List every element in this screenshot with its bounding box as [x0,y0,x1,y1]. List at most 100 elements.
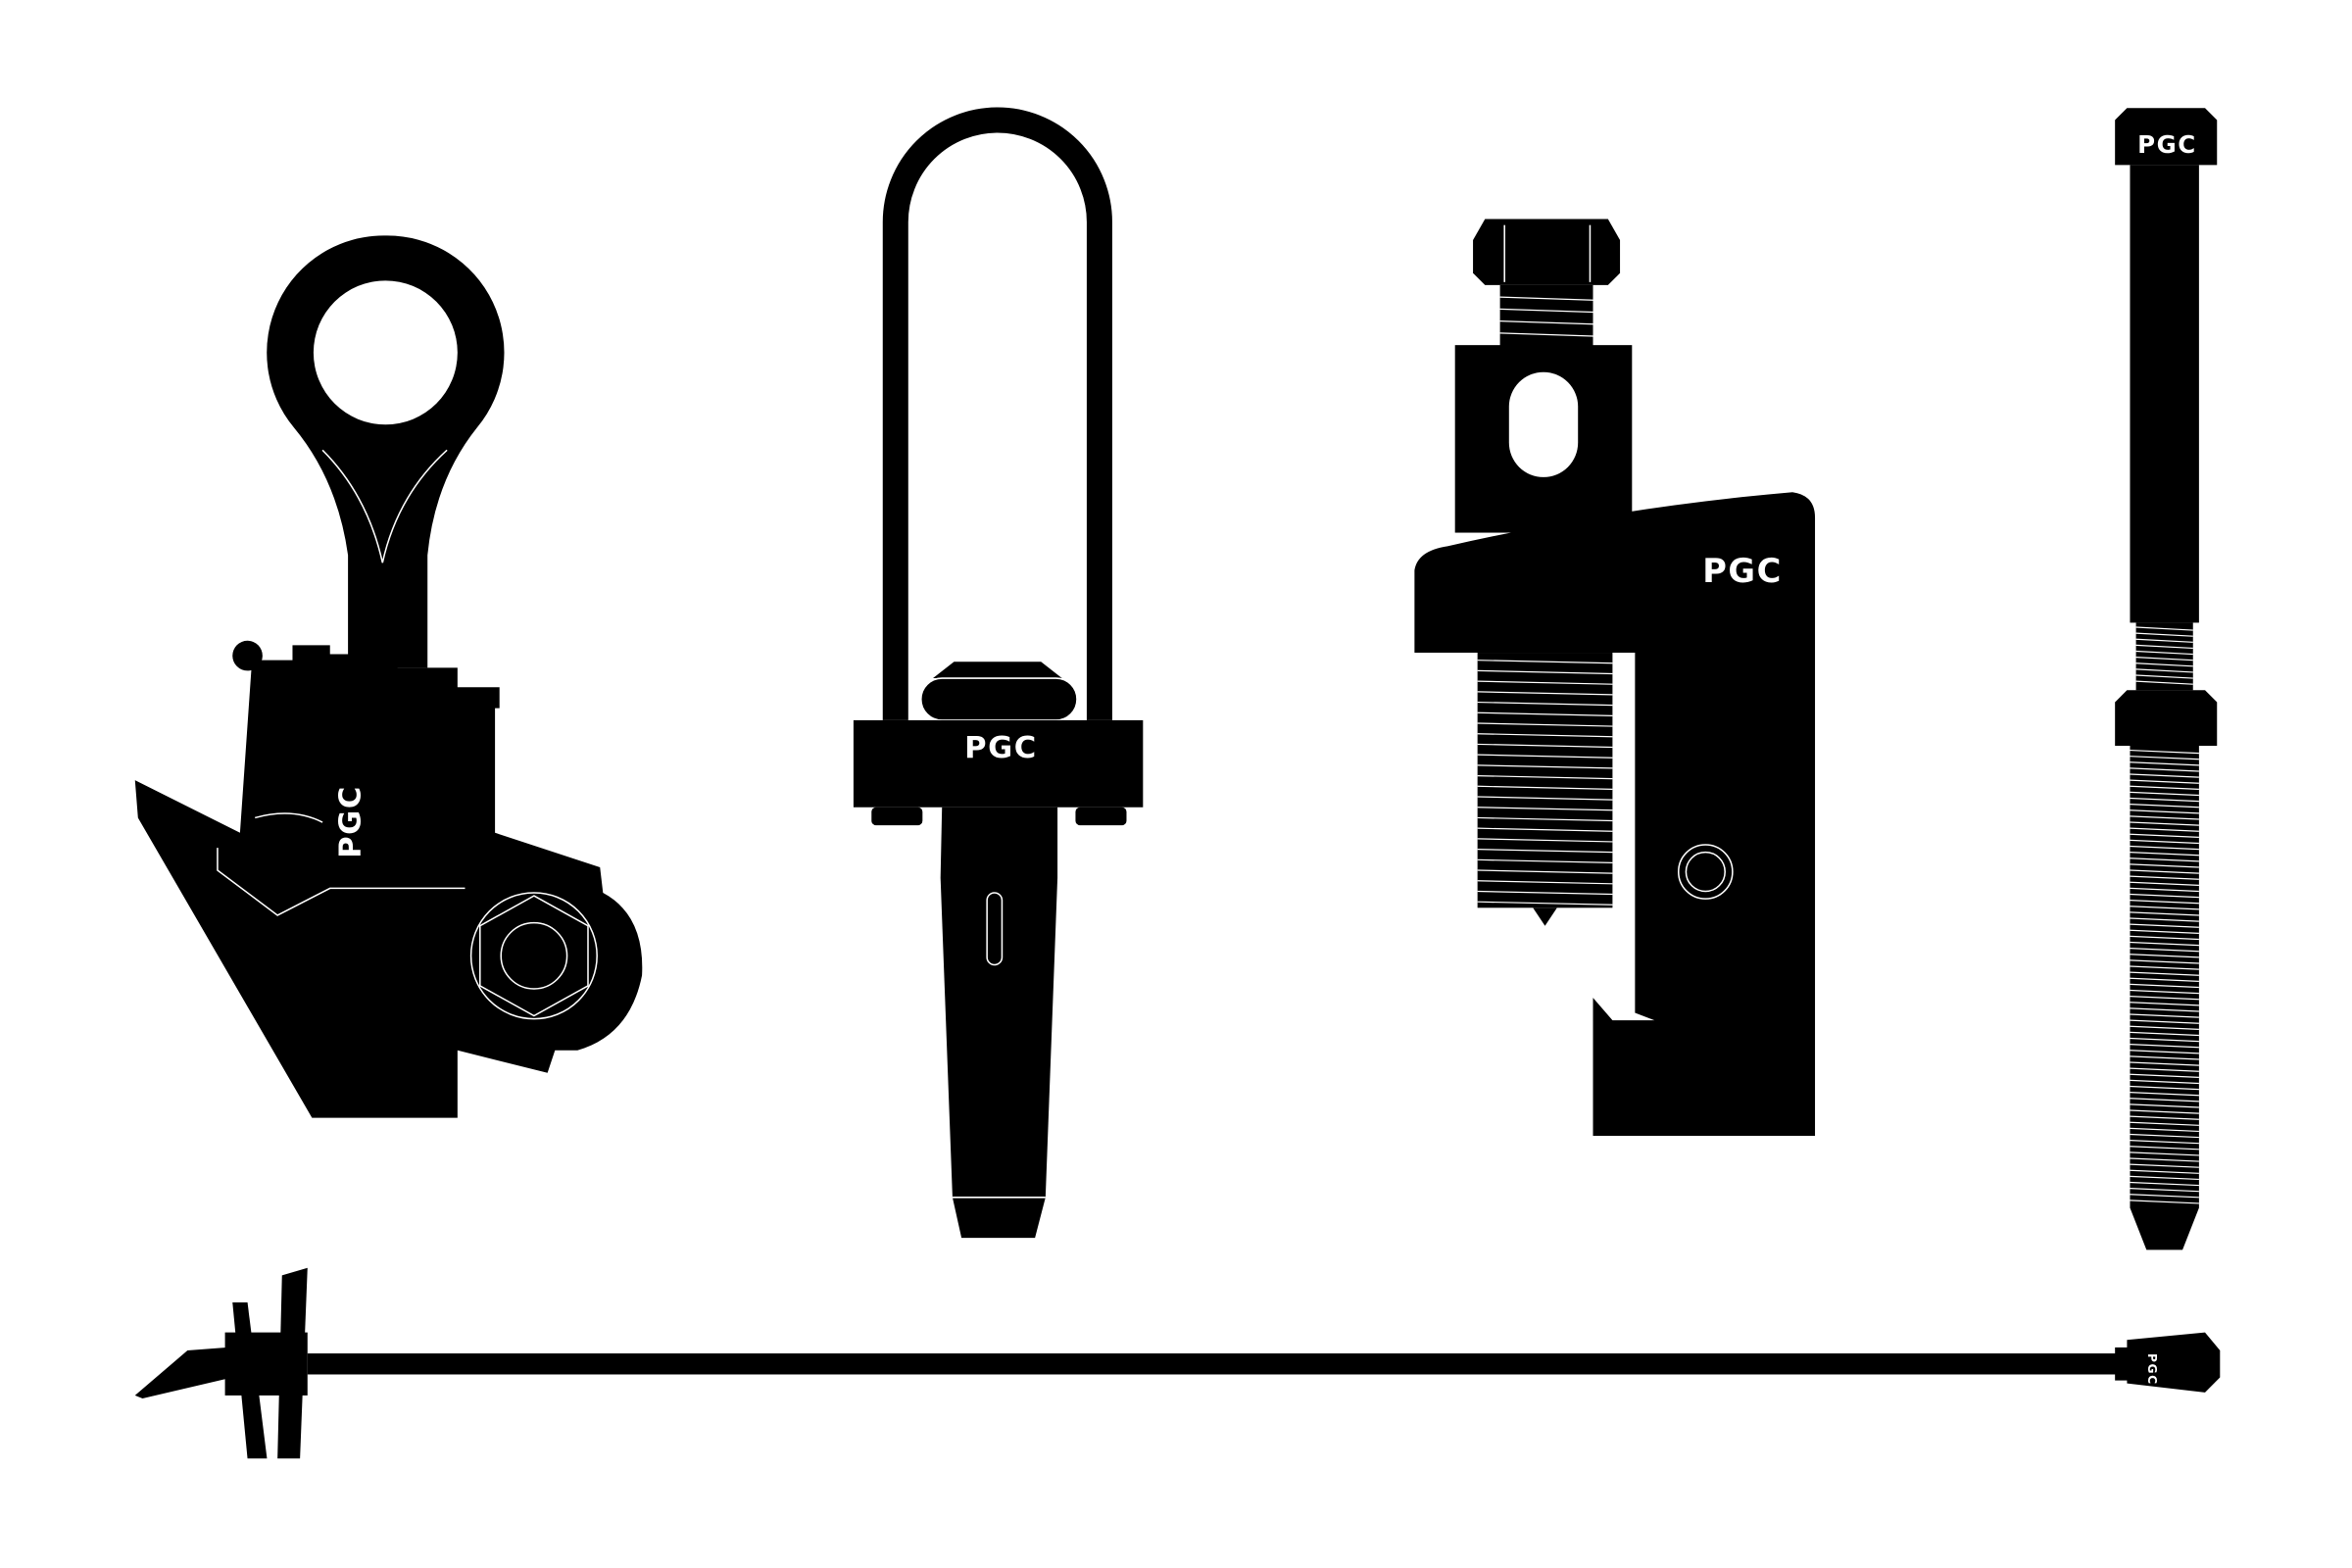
shackle-loop [882,107,1112,720]
thread-line [1477,785,1613,790]
thread-line [2130,1194,2199,1199]
thread-line [1477,743,1613,749]
logo-text: PGC [333,785,368,858]
top-cap [2115,108,2218,166]
thread-line [2130,965,2199,970]
thread-line [2130,989,2199,995]
thread-line [2130,1037,2199,1043]
thread-line [2130,773,2199,778]
thread-line [2130,911,2199,916]
thread-line [2130,917,2199,922]
thread-line [2130,863,2199,868]
thread-line [2130,996,2199,1001]
thread-line [2130,804,2199,808]
wedge [940,807,1058,1239]
thread-line [2130,948,2199,953]
thread-line [2130,1050,2199,1054]
hex-nut [469,892,598,1020]
thread-line [2130,1085,2199,1091]
thread-line [1477,691,1613,696]
thread-line [2130,1025,2199,1030]
thread-line [1477,774,1613,780]
thread-line [2130,1073,2199,1078]
thread-line [2130,1055,2199,1060]
thread-line [2130,785,2199,790]
c-clamp-tool: PGC [1414,219,1816,1137]
thread-line [1477,701,1613,707]
shackle-wedge-tool: PGC [853,107,1144,1239]
thread-line [1477,796,1613,801]
thread-line [2130,1121,2199,1126]
thread-line [1477,858,1613,863]
thread-line [2130,1109,2199,1114]
logo-text: PGC [964,731,1038,765]
thread-line [1477,680,1613,685]
thread-line [2130,1157,2199,1162]
thread-line [2130,1019,2199,1024]
thread-line [2130,767,2199,772]
thread-line [2130,941,2199,947]
thread-line [2130,761,2199,766]
thread-line [2130,1181,2199,1187]
logo-text: PGC [2145,1353,2159,1386]
thread-line [2130,954,2199,958]
thread-line [2130,1007,2199,1012]
thread-line [1477,764,1613,769]
thread-line [2130,1031,2199,1037]
thread-line [2130,1115,2199,1120]
thread-line [2130,881,2199,886]
thread-line [2130,875,2199,880]
thread-line [2130,900,2199,905]
thread-line [1477,754,1613,759]
thread-line [1477,890,1613,896]
thread-line [1477,880,1613,885]
thread-line [2135,657,2193,662]
thread-line [2135,626,2193,631]
logo-text: PGC [2137,130,2197,159]
thread-line [1477,827,1613,832]
thread-line [1477,848,1613,854]
thread-line [2130,852,2199,857]
thread-line [2130,809,2199,814]
thread-line [2130,839,2199,845]
thread-line [2130,1188,2199,1193]
thread-line [2130,1044,2199,1049]
clamp-body [134,645,643,1118]
thread-line [2130,756,2199,760]
thread-line [2130,983,2199,989]
thread-line [1477,901,1613,906]
c-frame [1414,492,1816,1137]
thread-line [2130,1061,2199,1066]
thread-line [2130,845,2199,851]
logo-text: PGC [1702,552,1783,590]
thread-line [2135,674,2193,679]
thread-line [2130,1103,2199,1108]
thread-line [2130,869,2199,874]
thread-line [2130,833,2199,838]
thread-line [2130,906,2199,910]
thread-line [2130,971,2199,976]
thread-line [2130,1002,2199,1006]
thread-line [2130,1152,2199,1156]
thread-line [2130,1140,2199,1145]
thread-line [2135,644,2193,650]
thread-line [2130,1169,2199,1174]
thread-line [2130,779,2199,784]
thread-line [1477,869,1613,874]
thread-line [2135,632,2193,637]
thread-line [2130,1163,2199,1168]
thread-line [2130,1200,2199,1204]
rod-nut [2115,690,2218,746]
thread-line [2130,791,2199,797]
ring-clamp-tool: PGC [134,235,643,1118]
rod-end-fitting [2127,1332,2221,1393]
thread-line [2135,668,2193,673]
top-hex-bolt [1473,219,1621,285]
thread-line [1477,733,1613,738]
tie-rod-tool: PGC [134,1267,2221,1459]
thread-line [2135,680,2193,685]
thread-line [2130,815,2199,820]
thread-line [2130,977,2199,982]
threaded-rod-tool: PGC [2115,108,2218,1250]
